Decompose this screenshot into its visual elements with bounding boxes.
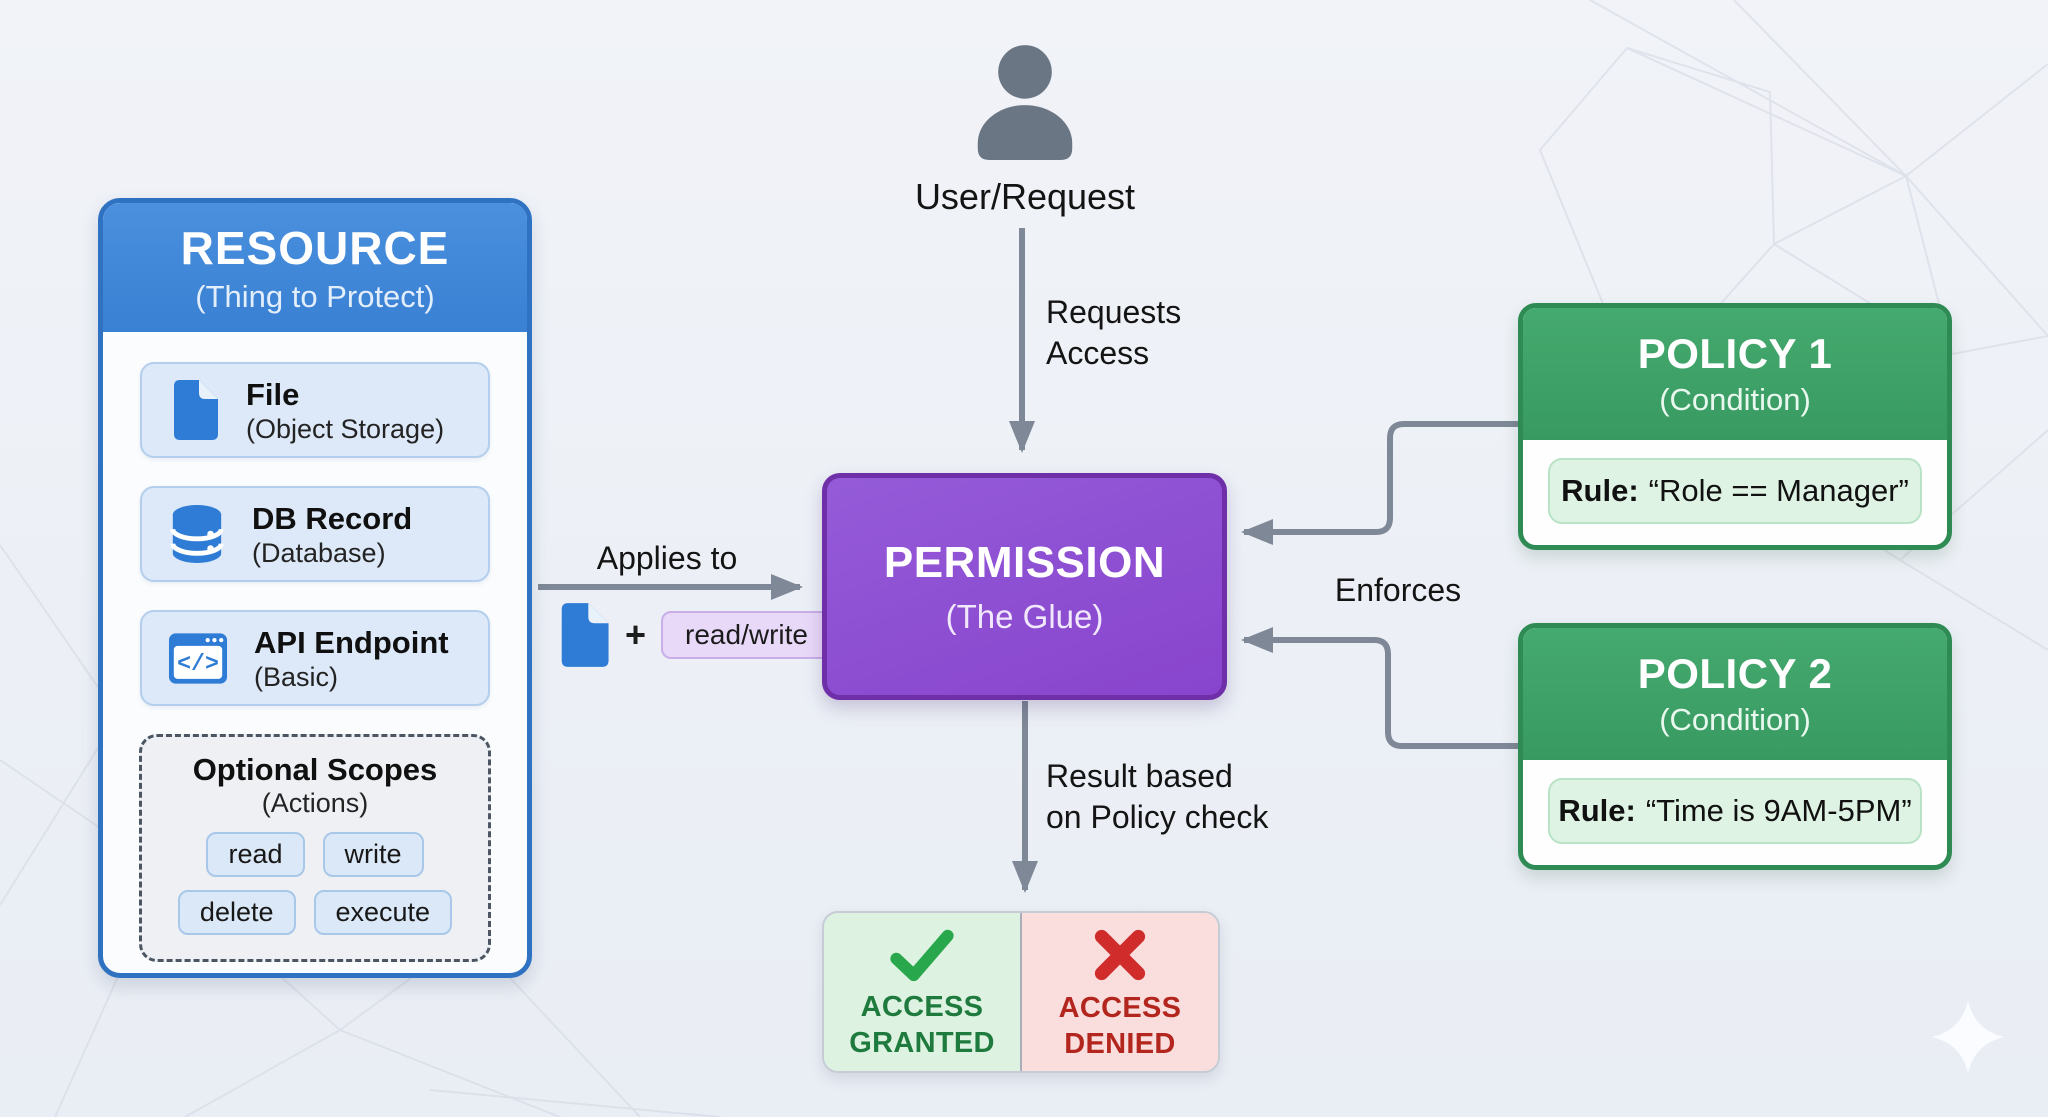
requests-access-label: Requests Access [1046, 292, 1181, 374]
access-granted-line1: ACCESS [860, 990, 984, 1023]
access-denied-label: ACCESS DENIED [1059, 990, 1182, 1062]
enforces-label: Enforces [1334, 572, 1462, 608]
scope-chip-delete: delete [177, 890, 296, 935]
permission-box: PERMISSION (The Glue) [822, 473, 1227, 700]
permission-subtitle: (The Glue) [945, 597, 1104, 635]
rule-label: Rule: [1561, 473, 1639, 508]
plus-sign: + [625, 614, 647, 655]
resource-item-text: DB Record (Database) [252, 500, 412, 569]
policy-2-rule: Rule: “Time is 9AM-5PM” [1548, 778, 1922, 844]
policy-1-rule: Rule: “Role == Manager” [1548, 458, 1922, 524]
policy-2-title: POLICY 2 [1637, 650, 1833, 697]
access-denied-panel: ACCESS DENIED [1022, 913, 1218, 1071]
rule-text: “Time is 9AM-5PM” [1645, 793, 1912, 828]
resource-box: RESOURCE (Thing to Protect) File (Object… [98, 198, 532, 978]
check-icon [890, 929, 954, 981]
applies-annotation: + read/write [556, 602, 832, 668]
optional-scopes-subtitle: (Actions) [261, 788, 369, 818]
code-window-icon: </> [168, 632, 228, 684]
resource-body: File (Object Storage) [103, 332, 527, 962]
item-title: File [246, 376, 300, 412]
permission-title: PERMISSION [883, 537, 1166, 587]
scope-chip-read: read [206, 832, 305, 877]
result-based-line1: Result based [1046, 758, 1233, 794]
user-request-node: User/Request [910, 40, 1140, 218]
scope-chip-row: delete execute [142, 890, 488, 935]
result-based-label: Result based on Policy check [1046, 756, 1268, 838]
access-granted-label: ACCESS GRANTED [849, 989, 995, 1061]
item-title: DB Record [252, 500, 413, 536]
policy-1-subtitle: (Condition) [1659, 382, 1811, 417]
sparkle-icon [1931, 1000, 2005, 1074]
resource-item-api-endpoint: </> API Endpoint (Basic) [140, 610, 490, 706]
access-granted-line2: GRANTED [849, 1026, 995, 1059]
access-denied-line2: DENIED [1064, 1027, 1176, 1060]
scope-chip-write: write [322, 832, 424, 877]
file-icon [174, 380, 218, 440]
requests-access-line1: Requests [1046, 294, 1182, 330]
result-based-line2: on Policy check [1046, 799, 1269, 835]
resource-item-file: File (Object Storage) [140, 362, 490, 458]
rule-text: “Role == Manager” [1648, 473, 1909, 508]
database-icon [170, 505, 224, 563]
policy-1-box: POLICY 1 (Condition) Rule: “Role == Mana… [1518, 303, 1952, 550]
resource-subtitle: (Thing to Protect) [195, 278, 435, 314]
scope-chip-row: read write [142, 832, 488, 877]
svg-text:</>: </> [177, 651, 219, 677]
requests-access-line2: Access [1046, 335, 1150, 371]
policy-2-subtitle: (Condition) [1659, 702, 1811, 737]
access-granted-panel: ACCESS GRANTED [824, 913, 1020, 1071]
policy-2-header: POLICY 2 (Condition) [1523, 628, 1947, 760]
applies-to-label: Applies to [596, 540, 738, 576]
file-icon [561, 603, 609, 667]
access-denied-line1: ACCESS [1058, 991, 1182, 1024]
resource-item-db-record: DB Record (Database) [140, 486, 490, 582]
scope-chip-execute: execute [313, 890, 453, 935]
x-icon [1094, 929, 1146, 980]
resource-header: RESOURCE (Thing to Protect) [103, 203, 527, 332]
user-request-label: User/Request [914, 176, 1136, 217]
policy-1-title: POLICY 1 [1637, 330, 1833, 377]
policy-1-header: POLICY 1 (Condition) [1523, 308, 1947, 440]
item-title: API Endpoint [254, 624, 449, 660]
optional-scopes-title: Optional Scopes [192, 752, 438, 787]
resource-item-text: API Endpoint (Basic) [254, 624, 449, 693]
resource-item-text: File (Object Storage) [246, 376, 444, 445]
result-box: ACCESS GRANTED ACCESS DENIED [822, 911, 1220, 1073]
resource-title: RESOURCE [180, 221, 450, 274]
policy-2-box: POLICY 2 (Condition) Rule: “Time is 9AM-… [1518, 623, 1952, 870]
rule-label: Rule: [1558, 793, 1636, 828]
item-subtitle: (Object Storage) [246, 413, 445, 444]
read-write-chip: read/write [661, 611, 832, 659]
item-subtitle: (Basic) [254, 661, 339, 692]
result-divider [1020, 913, 1022, 1071]
user-icon [977, 45, 1073, 160]
optional-scopes-box: Optional Scopes (Actions) read write del… [139, 734, 491, 962]
item-subtitle: (Database) [252, 537, 386, 568]
